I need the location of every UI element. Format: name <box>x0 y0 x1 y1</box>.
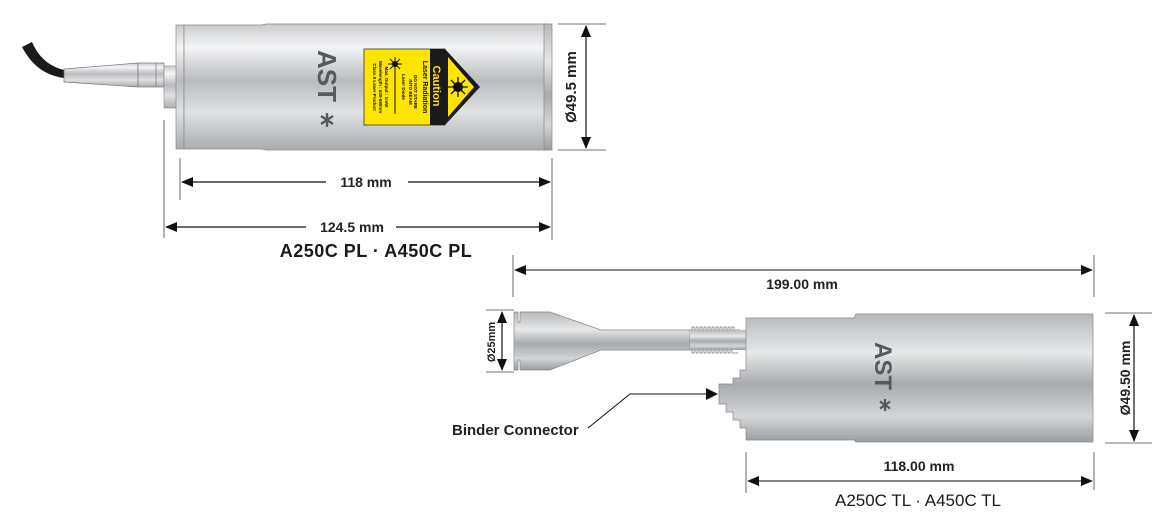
svg-text:Binder Connector: Binder Connector <box>452 422 579 439</box>
bottom-main-body <box>718 313 1094 443</box>
cable <box>22 42 64 78</box>
end-cap <box>543 23 553 151</box>
connector-ring <box>137 62 165 88</box>
thread-bottom <box>690 349 738 354</box>
top-diameter-dimension: Ø49.5 mm <box>558 23 606 151</box>
top-device: AST Caution Laser Radiation DO NOT STARE <box>22 23 606 261</box>
svg-text:Class II Laser Product: Class II Laser Product <box>372 63 377 111</box>
svg-text:Ø25mm: Ø25mm <box>486 322 498 363</box>
bottom-body-length-dimension: 118.00 mm <box>745 452 1095 493</box>
svg-text:AST: AST <box>312 50 342 102</box>
svg-text:118.00 mm: 118.00 mm <box>884 458 955 474</box>
svg-text:118 mm: 118 mm <box>340 174 391 190</box>
bottom-total-length-dimension: 199.00 mm <box>512 255 1095 297</box>
svg-text:AST: AST <box>869 342 896 390</box>
bottom-snowflake-icon <box>879 399 891 411</box>
svg-text:Wavelength : 630-680nm: Wavelength : 630-680nm <box>378 61 383 113</box>
thread-top <box>690 326 740 331</box>
bottom-ast-logo: AST <box>869 342 896 390</box>
small-starburst-icon <box>388 57 402 71</box>
probe-tip <box>513 311 691 371</box>
bottom-diameter-dimension: Ø49.50 mm <box>1105 312 1152 444</box>
connector-taper <box>63 62 139 88</box>
top-body-length-dimension: 118 mm <box>179 158 553 240</box>
laser-warning-label: Caution Laser Radiation DO NOT STARE INT… <box>363 48 480 126</box>
svg-text:Caution: Caution <box>430 66 442 107</box>
svg-text:Ø49.5 mm: Ø49.5 mm <box>563 51 580 123</box>
svg-text:199.00 mm: 199.00 mm <box>766 276 838 292</box>
flange <box>175 24 185 150</box>
binder-connector-callout: Binder Connector <box>452 388 718 439</box>
svg-text:Laser Diode: Laser Diode <box>401 74 406 100</box>
snowflake-icon <box>320 113 334 127</box>
top-model-caption: A250C PL · A450C PL <box>280 241 473 261</box>
tip-diameter-dimension: Ø25mm <box>486 309 514 373</box>
bottom-device: 199.00 mm AST Ø25mm Binder Conn <box>452 255 1152 510</box>
ast-logo: AST <box>312 50 342 102</box>
svg-text:INTO BEAM: INTO BEAM <box>408 79 413 104</box>
bottom-model-caption: A250C TL · A450C TL <box>835 491 1001 510</box>
svg-text:Max. Output : 1mW: Max. Output : 1mW <box>384 67 389 109</box>
svg-text:Ø49.50 mm: Ø49.50 mm <box>1117 341 1133 416</box>
top-total-length-dimension: 124.5 mm <box>163 120 551 238</box>
svg-text:124.5 mm: 124.5 mm <box>320 219 384 235</box>
laser-starburst-icon <box>448 77 468 97</box>
svg-text:Laser Radiation: Laser Radiation <box>421 61 428 114</box>
svg-text:DO NOT STARE: DO NOT STARE <box>413 75 418 109</box>
